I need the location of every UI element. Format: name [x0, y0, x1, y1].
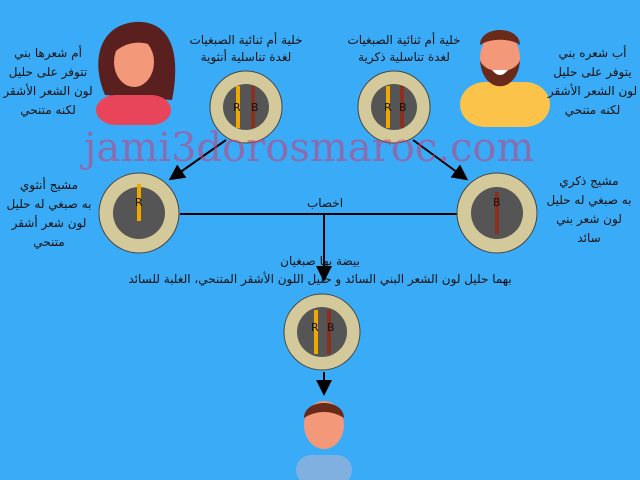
father-label: أب شعره بني يتوفر على حليل لون الشعر الأ… [545, 44, 640, 120]
child-avatar [296, 401, 352, 480]
female-cell-label-line: خلية أم ثنائية الصبغيات [189, 33, 303, 47]
female-gamete-label-line: لون شعر أشقر [11, 216, 87, 230]
mother-avatar [96, 21, 176, 125]
father-avatar [460, 30, 550, 127]
female-diploid-cell [209, 70, 283, 144]
male-gamete-label-line: مشيج ذكري [559, 174, 619, 188]
father-label-line: أب شعره بني [558, 46, 627, 60]
male-cell-label-line: خلية أم ثنائية الصبغيات [347, 33, 461, 47]
fertilization-label: اخصاب [306, 196, 344, 210]
father-label-line: لون الشعر الأشقر [547, 84, 638, 98]
allele-r-zygote: R [311, 321, 319, 334]
zygote-label-line: بيضة بها صبغيان [280, 254, 360, 268]
mother-label-line: أم شعرها بني [14, 46, 82, 60]
arrow-female-meiosis [168, 139, 227, 181]
female-gamete-label-line: مشيج أنثوي [19, 178, 79, 192]
zygote-label-line: بهما حليل لون الشعر البني السائد و حليل … [128, 272, 512, 286]
allele-r-female: R [233, 101, 241, 114]
mother-label-line: تتوفر على حليل [8, 65, 88, 79]
father-label-line: يتوفر على حليل [553, 65, 632, 79]
male-gamete-label-line: به صبغي له حليل [546, 193, 632, 207]
allele-r-gamete: R [135, 196, 143, 209]
female-cell-label-line: لغدة تناسلية أنثوية [200, 50, 292, 64]
mother-label-line: لون الشعر الأشقر [3, 84, 93, 98]
allele-b-male: B [399, 101, 407, 114]
mother-label-line: لكنه متنحي [20, 103, 76, 117]
watermark: jami3dorosmaroc.com [84, 125, 535, 171]
allele-b-female: B [251, 101, 259, 114]
male-cell-label-line: لغدة تناسلية ذكرية [358, 50, 450, 64]
male-gamete-label-line: سائد [577, 231, 601, 245]
female-gamete-label-line: به صبغي له حليل [6, 197, 92, 211]
female-gamete [98, 172, 180, 254]
allele-r-male: R [384, 101, 392, 114]
mother-label: أم شعرها بني تتوفر على حليل لون الشعر ال… [2, 44, 94, 120]
zygote-cell [283, 293, 361, 371]
male-diploid-cell [357, 70, 431, 144]
zygote-label: بيضة بها صبغيان بهما حليل لون الشعر البن… [100, 252, 540, 288]
father-label-line: لكنه متنحي [564, 103, 621, 117]
allele-b-zygote: B [327, 321, 335, 334]
female-gamete-label-line: متنحي [33, 235, 65, 249]
male-gamete [456, 172, 538, 254]
female-gamete-label: مشيج أنثوي به صبغي له حليل لون شعر أشقر … [0, 176, 98, 252]
male-gamete-label-line: لون شعر بني [556, 212, 622, 226]
female-cell-label: خلية أم ثنائية الصبغيات لغدة تناسلية أنث… [172, 32, 320, 66]
male-cell-label: خلية أم ثنائية الصبغيات لغدة تناسلية ذكر… [330, 32, 478, 66]
arrow-male-meiosis [412, 139, 469, 181]
allele-b-gamete: B [493, 196, 501, 209]
male-gamete-label: مشيج ذكري به صبغي له حليل لون شعر بني سا… [538, 172, 640, 248]
